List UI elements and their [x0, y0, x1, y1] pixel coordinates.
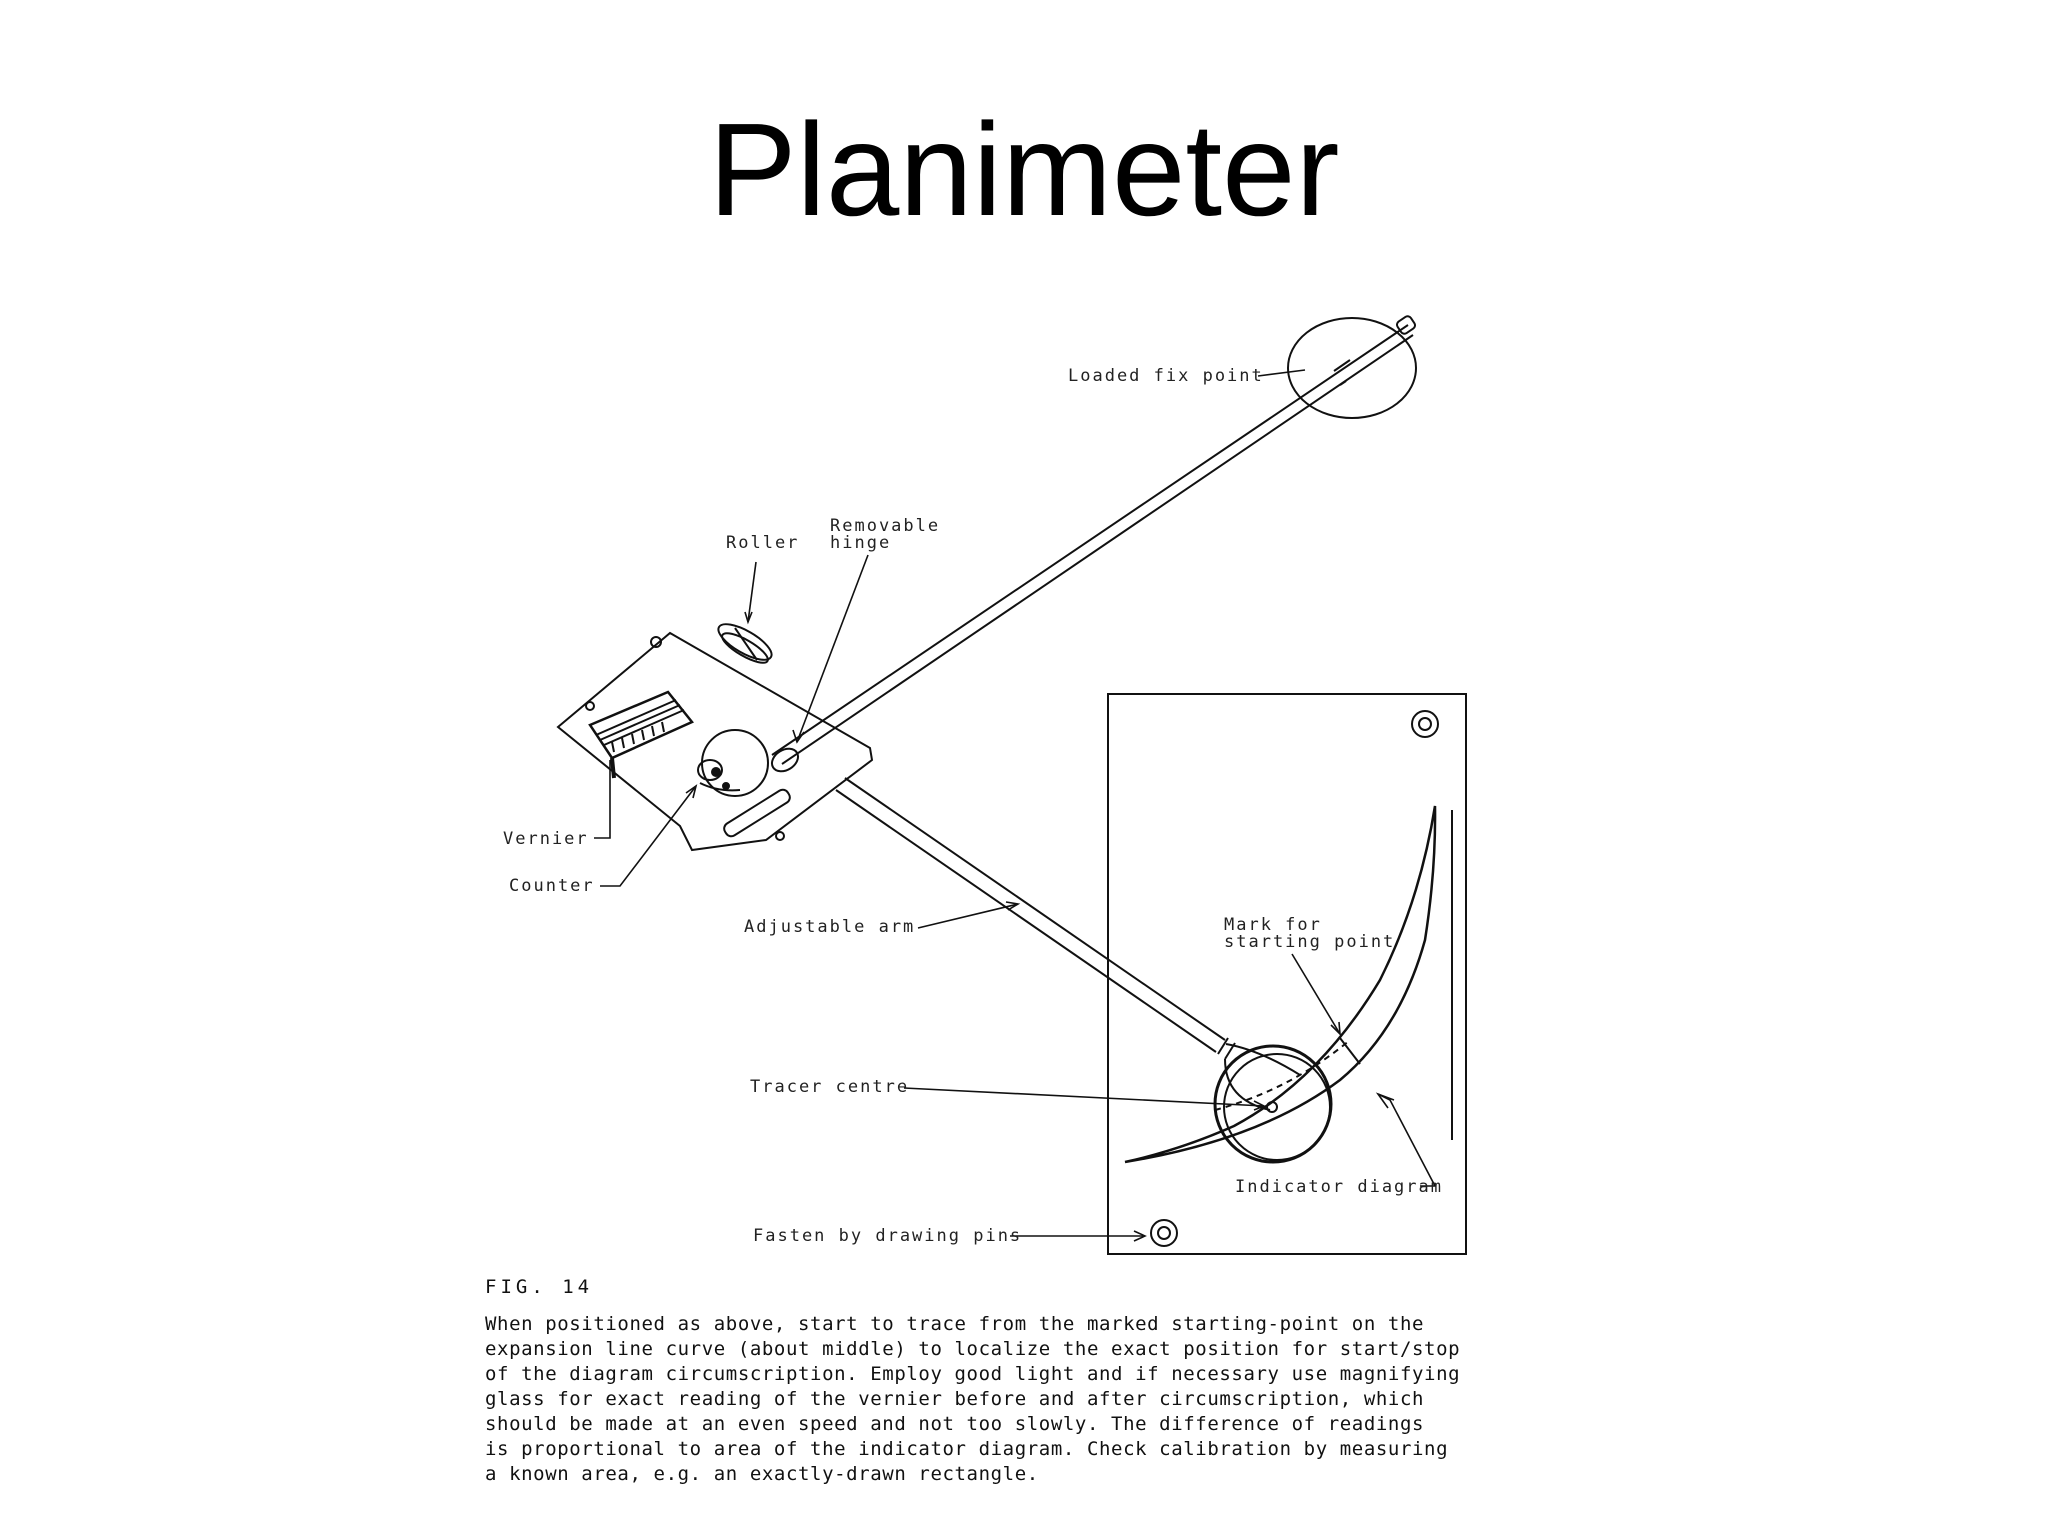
carriage — [556, 631, 874, 852]
label-tracer-centre: Tracer centre — [750, 1077, 909, 1097]
removable-hinge — [770, 747, 800, 773]
label-adjustable-arm: Adjustable arm — [744, 917, 915, 937]
indicator-diagram-curve — [1124, 805, 1437, 1164]
label-mark-starting-point-1: Mark for — [1224, 915, 1322, 935]
label-fasten-pins: Fasten by drawing pins — [753, 1226, 1022, 1246]
adjustable-arm — [844, 777, 1226, 1041]
caption-line: a known area, e.g. an exactly-drawn rect… — [485, 1463, 1039, 1485]
label-roller: Roller — [726, 533, 799, 553]
caption-line: expansion line curve (about middle) to l… — [485, 1338, 1461, 1360]
label-removable-hinge-1: Removable — [830, 516, 940, 536]
figure-caption: FIG. 14 When positioned as above, start … — [485, 1275, 1565, 1487]
pole-arm — [771, 324, 1409, 756]
caption-line: should be made at an even speed and not … — [485, 1413, 1425, 1435]
caption-line: glass for exact reading of the vernier b… — [485, 1388, 1425, 1410]
caption-line: When positioned as above, start to trace… — [485, 1313, 1425, 1335]
label-counter: Counter — [509, 876, 595, 896]
label-loaded-fix-point: Loaded fix point — [1068, 366, 1264, 386]
label-mark-starting-point-2: starting point — [1224, 932, 1395, 952]
roller — [717, 623, 773, 664]
figure-number: FIG. 14 — [485, 1276, 594, 1298]
tracer-lens — [1213, 1043, 1333, 1164]
label-removable-hinge-2: hinge — [830, 533, 891, 553]
label-indicator-diagram: Indicator diagram — [1235, 1177, 1443, 1197]
label-vernier: Vernier — [503, 829, 589, 849]
diagram-sheet — [1107, 693, 1467, 1255]
counter-dial — [697, 729, 769, 797]
vernier-scale — [588, 690, 694, 779]
caption-line: of the diagram circumscription. Employ g… — [485, 1363, 1461, 1385]
page-title: Planimeter — [708, 96, 1340, 243]
caption-line: is proportional to area of the indicator… — [485, 1438, 1449, 1460]
fix-point-weight — [1287, 317, 1417, 419]
carriage-slot — [723, 788, 791, 838]
